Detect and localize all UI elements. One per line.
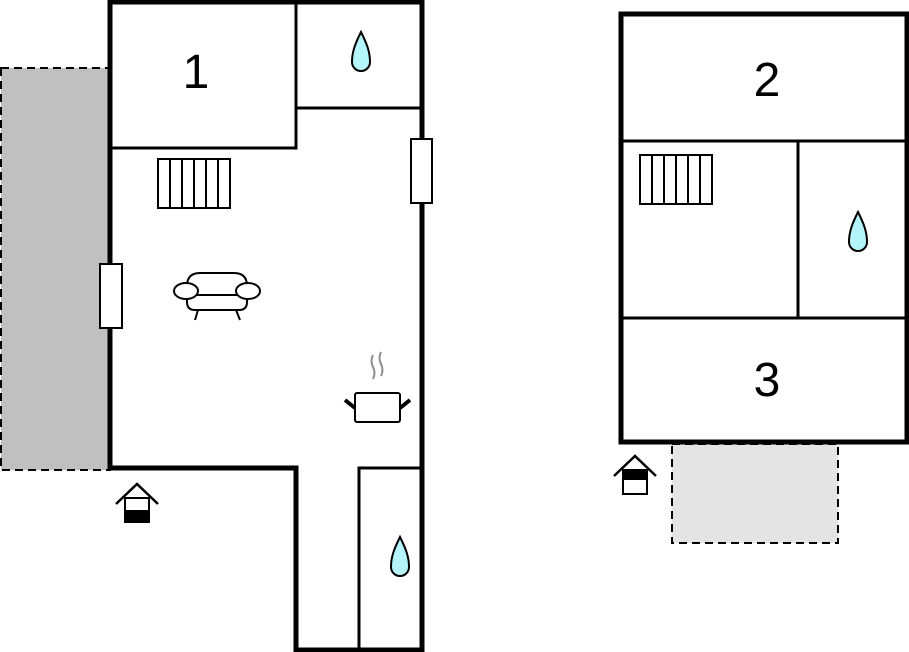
entrance-icon (114, 482, 160, 524)
terrace-left (0, 67, 111, 471)
room-label-3: 3 (754, 354, 781, 407)
sofa-icon (173, 272, 261, 321)
window-icon (410, 138, 433, 204)
room-label-1: 1 (183, 46, 210, 99)
radiator-icon (157, 158, 231, 209)
cooking-pot-icon (343, 351, 412, 423)
building-left (99, 0, 433, 652)
entrance-icon (612, 454, 658, 496)
terrace-right (671, 443, 839, 544)
window-icon (99, 263, 123, 329)
radiator-icon (639, 154, 713, 205)
building-right (618, 11, 909, 445)
room-label-2: 2 (754, 54, 781, 107)
